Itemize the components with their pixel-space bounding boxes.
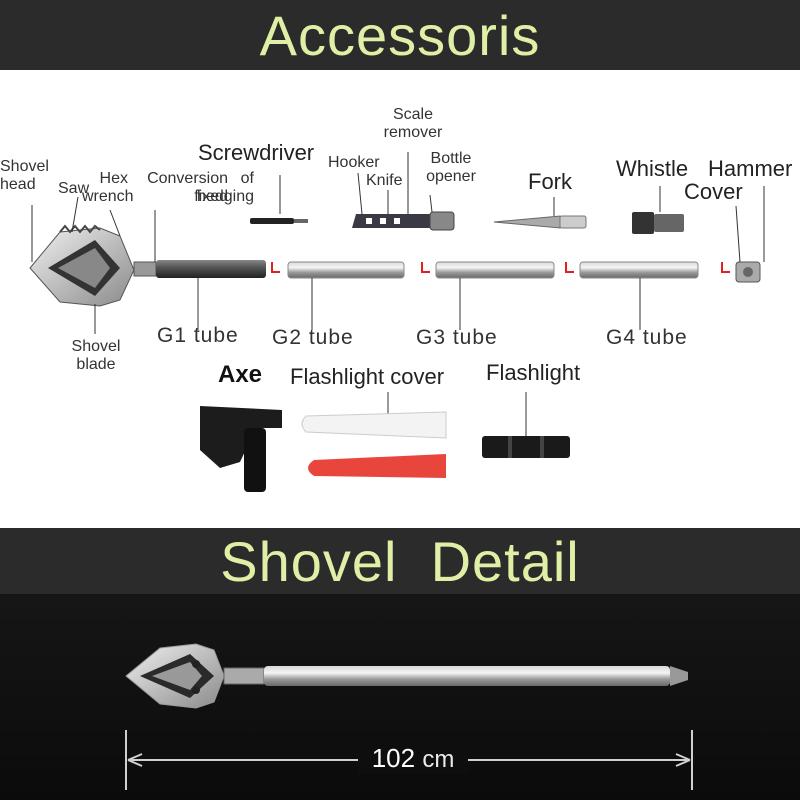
- g2-tube-icon: [287, 261, 405, 279]
- label-shovel-blade: Shovel blade: [71, 338, 121, 373]
- label-g1-tube: G1 tube: [157, 324, 239, 347]
- dimension-unit: cm: [422, 746, 455, 773]
- arrow-g2-g3-icon: [421, 262, 430, 273]
- label-flashlight-cover: Flashlight cover: [290, 364, 445, 389]
- axe-icon: [200, 406, 282, 492]
- label-flashlight: Flashlight: [486, 360, 581, 385]
- label-shovel-head: Shovel head: [0, 158, 49, 193]
- shovel-head-icon: [29, 224, 157, 307]
- label-fork: Fork: [528, 169, 572, 194]
- g4-tube-icon: [579, 261, 699, 279]
- pointer-lines: [31, 152, 765, 436]
- label-axe: Axe: [218, 361, 263, 388]
- whistle-icon: [632, 212, 684, 234]
- label-cover: Cover: [684, 179, 743, 204]
- arrow-g1-g2-icon: [271, 262, 280, 273]
- label-g3-tube: G3 tube: [416, 326, 498, 349]
- fork-icon: [493, 215, 587, 229]
- dimension-label: 102 cm: [358, 743, 468, 774]
- label-hooker: Hooker: [328, 154, 380, 171]
- label-bottle-opener: Bottle opener: [426, 150, 476, 185]
- arrow-g3-g4-icon: [565, 262, 574, 273]
- g1-tube-icon: [156, 260, 266, 278]
- label-screwdriver: Screwdriver: [198, 140, 315, 165]
- label-hex-wrench: Hex wrench: [82, 170, 134, 205]
- flashlight-icon: [482, 436, 570, 458]
- label-g2-tube: G2 tube: [272, 326, 354, 349]
- hammer-cover-icon: [735, 261, 761, 283]
- arrow-g4-cover-icon: [721, 262, 730, 273]
- screwdriver-icon: [250, 218, 308, 224]
- label-scale-remover: Scale remover: [383, 106, 443, 141]
- label-saw: Saw: [58, 180, 90, 197]
- accessories-title: Accessoris: [259, 3, 541, 67]
- connection-arrows: [271, 262, 730, 273]
- g3-tube-icon: [435, 261, 555, 279]
- shovel-detail-icon: [125, 643, 688, 709]
- label-g4-tube: G4 tube: [606, 326, 688, 349]
- shovel-detail-banner: Shovel Detail: [0, 528, 800, 594]
- flashlight-cover-red-icon: [308, 454, 446, 478]
- label-whistle: Whistle: [616, 156, 689, 181]
- label-of-hedging: of hedging: [197, 170, 254, 205]
- shovel-detail-title: Shovel Detail: [220, 529, 580, 593]
- label-hammer: Hammer: [708, 156, 793, 181]
- label-knife: Knife: [366, 172, 403, 189]
- dimension-value: 102: [371, 743, 416, 773]
- accessories-banner: Accessoris: [0, 0, 800, 70]
- label-conversion-fixed: Conversion fixed: [147, 170, 228, 205]
- flashlight-cover-white-icon: [301, 411, 447, 439]
- multi-tool-icon: [352, 211, 455, 231]
